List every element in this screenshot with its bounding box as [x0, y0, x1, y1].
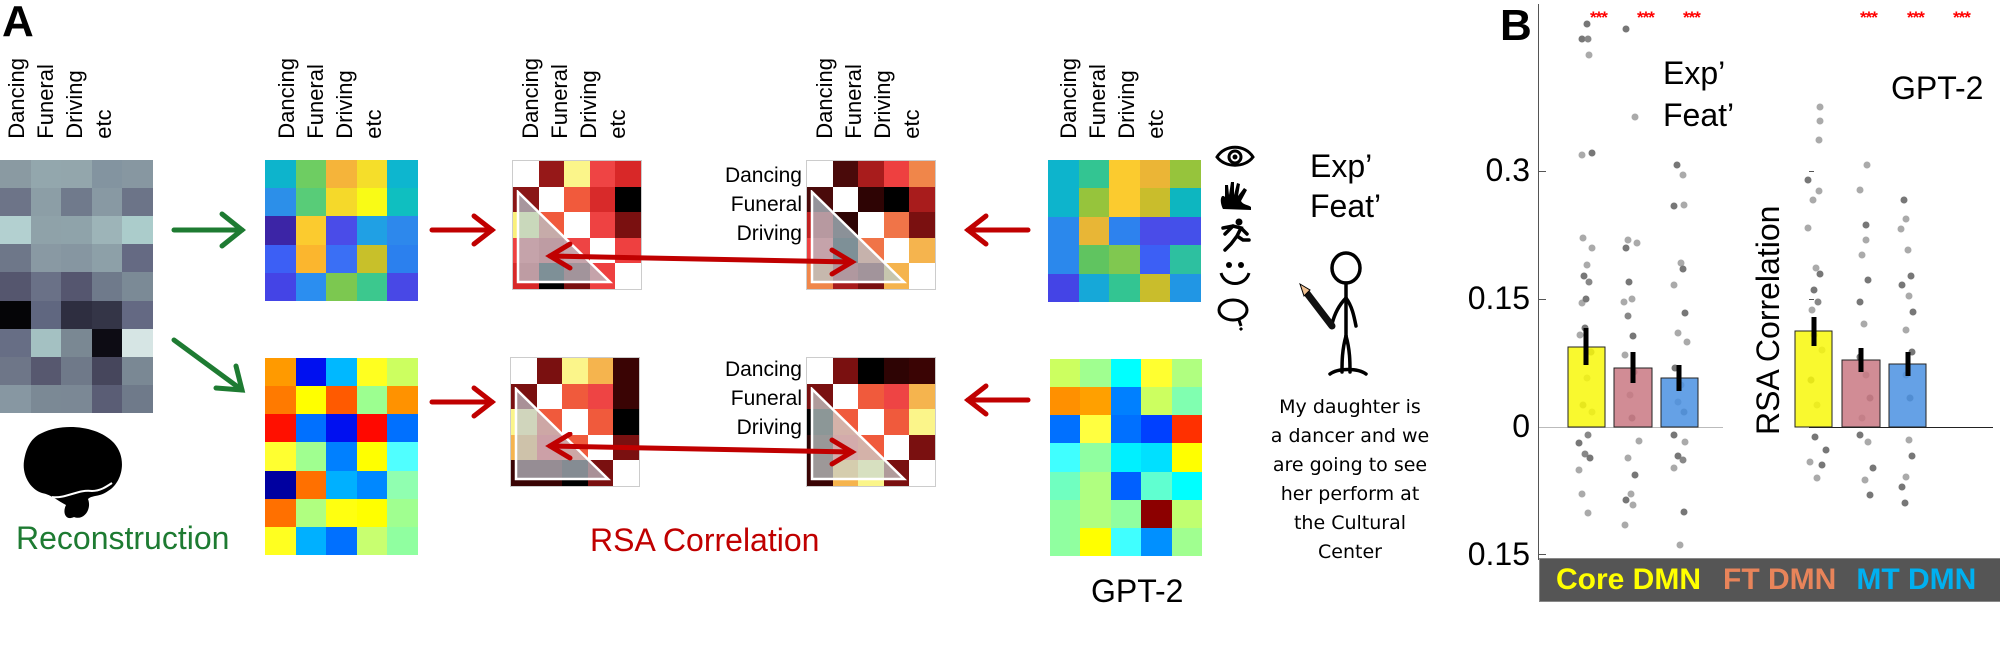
gpt2-embedding-matrix — [1050, 359, 1202, 556]
reconstruction-matrix-bottom — [265, 358, 418, 555]
sig-star: *** — [1590, 8, 1608, 27]
sig-star: *** — [1637, 8, 1655, 27]
panel-a-letter: A — [2, 0, 34, 46]
subplot-title-gpt2: GPT-2 — [1891, 70, 1984, 106]
brain-icon — [23, 427, 122, 519]
reconstruction-matrix-top — [265, 160, 418, 301]
y-tick-mark — [1538, 171, 1546, 172]
rdm-top-row-labels: Dancing Funeral Driving — [724, 164, 802, 245]
rsa-double-arrow-bottom — [545, 432, 857, 467]
error-bars — [1583, 317, 1911, 391]
y-tick-0: 0 — [1512, 408, 1530, 444]
green-arrows — [171, 211, 247, 393]
y-tick-0-3: 0.3 — [1485, 152, 1530, 188]
y-tick-mark — [1809, 299, 1814, 300]
lower-triangle-highlight — [516, 190, 614, 284]
brain-activity-matrix — [0, 160, 153, 413]
sig-star: *** — [1860, 8, 1878, 27]
rdm-bottom-row-labels: Dancing Funeral Driving — [724, 358, 802, 439]
bar-chart-plot — [1567, 20, 1927, 549]
reconstruction-label: Reconstruction — [16, 520, 230, 556]
example-sentence: My daughter is a dancer and we are going… — [1270, 396, 1430, 563]
y-tick-0-15: 0.15 — [1467, 280, 1530, 316]
expfeat-feature-matrix — [1048, 160, 1201, 302]
red-arrows-right — [963, 213, 1031, 417]
scatter-dots — [1575, 20, 1917, 549]
legend-ft-dmn: FT DMN — [1723, 563, 1837, 596]
expfeat-matrix-col-labels: Dancing Funeral Driving etc — [1056, 58, 1168, 139]
rdm-top-left-col-labels: Dancing Funeral Driving etc — [518, 58, 630, 139]
brain-matrix-col-labels: Dancing Funeral Driving etc — [4, 58, 116, 139]
y-axis-line — [1538, 4, 1539, 560]
smiley-icon — [1219, 262, 1251, 285]
y-tick-mark — [1538, 299, 1546, 300]
lower-triangle-highlight — [810, 387, 908, 481]
subplot-title-expfeat: Exp’ Feat’ — [1663, 55, 1735, 133]
y-tick-mark — [1538, 554, 1546, 555]
legend-core-dmn: Core DMN — [1556, 563, 1702, 596]
panel-b-letter: B — [1500, 1, 1532, 50]
region-legend: Core DMN FT DMN MT DMN — [1539, 558, 2000, 602]
lower-triangle-highlight — [514, 387, 612, 481]
sig-star: *** — [1953, 8, 1971, 27]
sig-star: *** — [1683, 8, 1701, 27]
red-arrows-left — [429, 213, 497, 419]
running-person-icon — [1221, 218, 1251, 252]
bars — [1567, 330, 1927, 428]
hand-icon — [1220, 182, 1251, 210]
rdm-top-right-col-labels: Dancing Funeral Driving etc — [812, 58, 924, 139]
feature-icons — [1215, 140, 1255, 337]
rsa-double-arrow-top — [545, 241, 857, 277]
legend-mt-dmn: MT DMN — [1856, 563, 1977, 596]
sig-star: *** — [1907, 8, 1925, 27]
reconstruction-matrix-col-labels: Dancing Funeral Driving etc — [274, 58, 386, 139]
gpt2-label: GPT-2 — [1091, 573, 1184, 609]
stick-figure-icon — [1299, 251, 1368, 376]
thought-bubble-icon — [1217, 298, 1249, 332]
y-tick-mark — [1809, 171, 1814, 172]
y-tick-neg-0-15: 0.15 — [1467, 536, 1530, 572]
expfeat-title: Exp’ Feat’ — [1310, 148, 1382, 224]
eye-icon — [1215, 145, 1255, 167]
rsa-correlation-label: RSA Correlation — [590, 522, 820, 558]
